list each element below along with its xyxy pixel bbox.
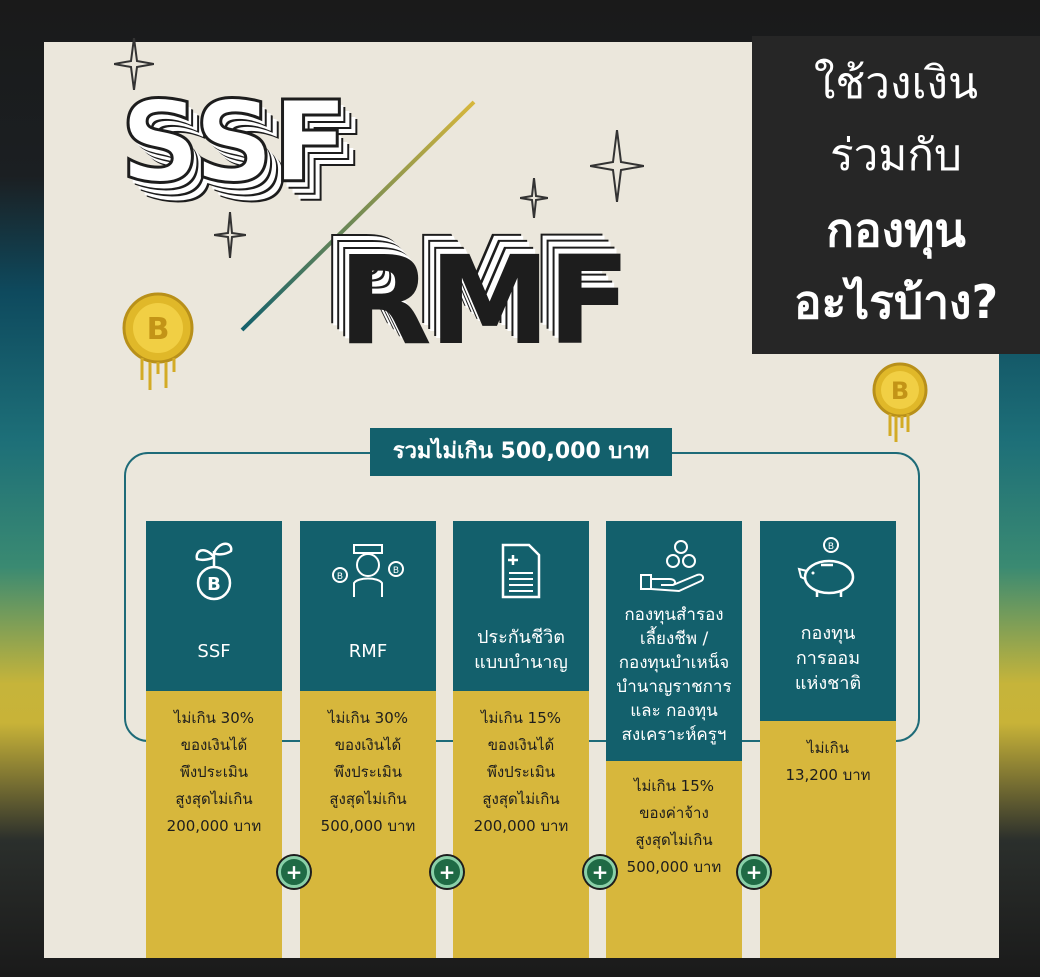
- plant-coin-icon: B: [146, 537, 282, 607]
- headline-line-1: ใช้วงเงิน: [813, 58, 979, 109]
- limit-line: ของค่าจ้าง: [639, 804, 709, 822]
- sparkle-icon: [114, 38, 154, 90]
- fund-header: B กองทุน การออม แห่งชาติ: [760, 521, 896, 721]
- fund-column-ssf: B SSF ไม่เกิน 30% ของเงินได้ พึงประเมิน …: [146, 521, 282, 958]
- fund-limit: ไม่เกิน 13,200 บาท: [760, 721, 896, 958]
- limit-line: สูงสุดไม่เกิน: [329, 790, 407, 808]
- limit-line: พึงประเมิน: [486, 763, 556, 781]
- divider-slash: [240, 100, 476, 332]
- limit-line: ไม่เกิน 15%: [633, 777, 714, 795]
- limit-line: ไม่เกิน 30%: [327, 709, 408, 727]
- limit-line: ไม่เกิน 30%: [173, 709, 254, 727]
- fund-name: RMF: [348, 641, 388, 662]
- svg-text:B: B: [207, 574, 221, 595]
- plus-icon: +: [738, 856, 770, 888]
- hand-coins-icon: [606, 539, 742, 599]
- limit-line: พึงประเมิน: [333, 763, 403, 781]
- fund-name: กองทุนสำรอง เลี้ยงชีพ / กองทุนบำเหน็จ บำ…: [616, 605, 732, 745]
- fund-limit: ไม่เกิน 15% ของค่าจ้าง สูงสุดไม่เกิน 500…: [606, 761, 742, 958]
- limit-line: สูงสุดไม่เกิน: [635, 831, 713, 849]
- limit-line: ของเงินได้: [334, 736, 402, 754]
- headline-line-4: อะไรบ้าง?: [793, 275, 999, 329]
- fund-column-annuity-insurance: ประกันชีวิต แบบบำนาญ ไม่เกิน 15% ของเงิน…: [453, 521, 589, 958]
- fund-limit: ไม่เกิน 30% ของเงินได้ พึงประเมิน สูงสุด…: [146, 691, 282, 958]
- sparkle-icon: [214, 212, 246, 258]
- headline-box: ใช้วงเงิน ร่วมกับ กองทุน อะไรบ้าง?: [752, 36, 1040, 354]
- limit-line: 13,200 บาท: [785, 766, 871, 784]
- plus-icon: +: [431, 856, 463, 888]
- svg-text:B: B: [891, 377, 909, 405]
- plus-icon: +: [278, 856, 310, 888]
- bitcoin-coin-icon: B: [122, 292, 194, 390]
- plus-icon: +: [584, 856, 616, 888]
- fund-name: SSF: [197, 641, 231, 662]
- limit-line: 500,000 บาท: [626, 858, 722, 876]
- insurance-document-icon: [453, 541, 589, 605]
- svg-text:B: B: [337, 572, 343, 582]
- svg-text:B: B: [828, 542, 834, 552]
- sparkle-icon: [520, 178, 548, 218]
- fund-limit: ไม่เกิน 30% ของเงินได้ พึงประเมิน สูงสุด…: [300, 691, 436, 958]
- fund-header: B SSF: [146, 521, 282, 691]
- limit-line: สูงสุดไม่เกิน: [482, 790, 560, 808]
- svg-text:B: B: [393, 566, 399, 576]
- fund-column-national-savings: B กองทุน การออม แห่งชาติ ไม่เกิน 13,200 …: [760, 521, 896, 958]
- limit-line: 500,000 บาท: [320, 817, 416, 835]
- limit-line: สูงสุดไม่เกิน: [175, 790, 253, 808]
- headline-line-3: กองทุน: [826, 203, 966, 257]
- fund-column-provident-fund: กองทุนสำรอง เลี้ยงชีพ / กองทุนบำเหน็จ บำ…: [606, 521, 742, 958]
- limit-line: 200,000 บาท: [473, 817, 569, 835]
- sparkle-icon: [590, 130, 644, 202]
- svg-text:B: B: [147, 312, 170, 347]
- fund-name: กองทุน การออม แห่งชาติ: [794, 623, 862, 694]
- limit-line: พึงประเมิน: [179, 763, 249, 781]
- fund-header: ประกันชีวิต แบบบำนาญ: [453, 521, 589, 691]
- rmf-logo-text: RMF: [338, 230, 631, 372]
- ssf-logo-text: SSF: [119, 77, 351, 210]
- fund-name: ประกันชีวิต แบบบำนาญ: [474, 627, 568, 673]
- limit-line: ไม่เกิน 15%: [480, 709, 561, 727]
- bitcoin-coin-icon: B: [872, 362, 928, 442]
- limit-line: 200,000 บาท: [166, 817, 262, 835]
- piggy-bank-icon: B: [760, 535, 896, 603]
- limit-line: ไม่เกิน: [807, 739, 849, 757]
- limit-line: ของเงินได้: [180, 736, 248, 754]
- headline-line-2: ร่วมกับ: [830, 130, 962, 181]
- fund-header: กองทุนสำรอง เลี้ยงชีพ / กองทุนบำเหน็จ บำ…: [606, 521, 742, 761]
- total-limit-label: รวมไม่เกิน 500,000 บาท: [370, 428, 672, 476]
- limit-line: ของเงินได้: [487, 736, 555, 754]
- fund-limit: ไม่เกิน 15% ของเงินได้ พึงประเมิน สูงสุด…: [453, 691, 589, 958]
